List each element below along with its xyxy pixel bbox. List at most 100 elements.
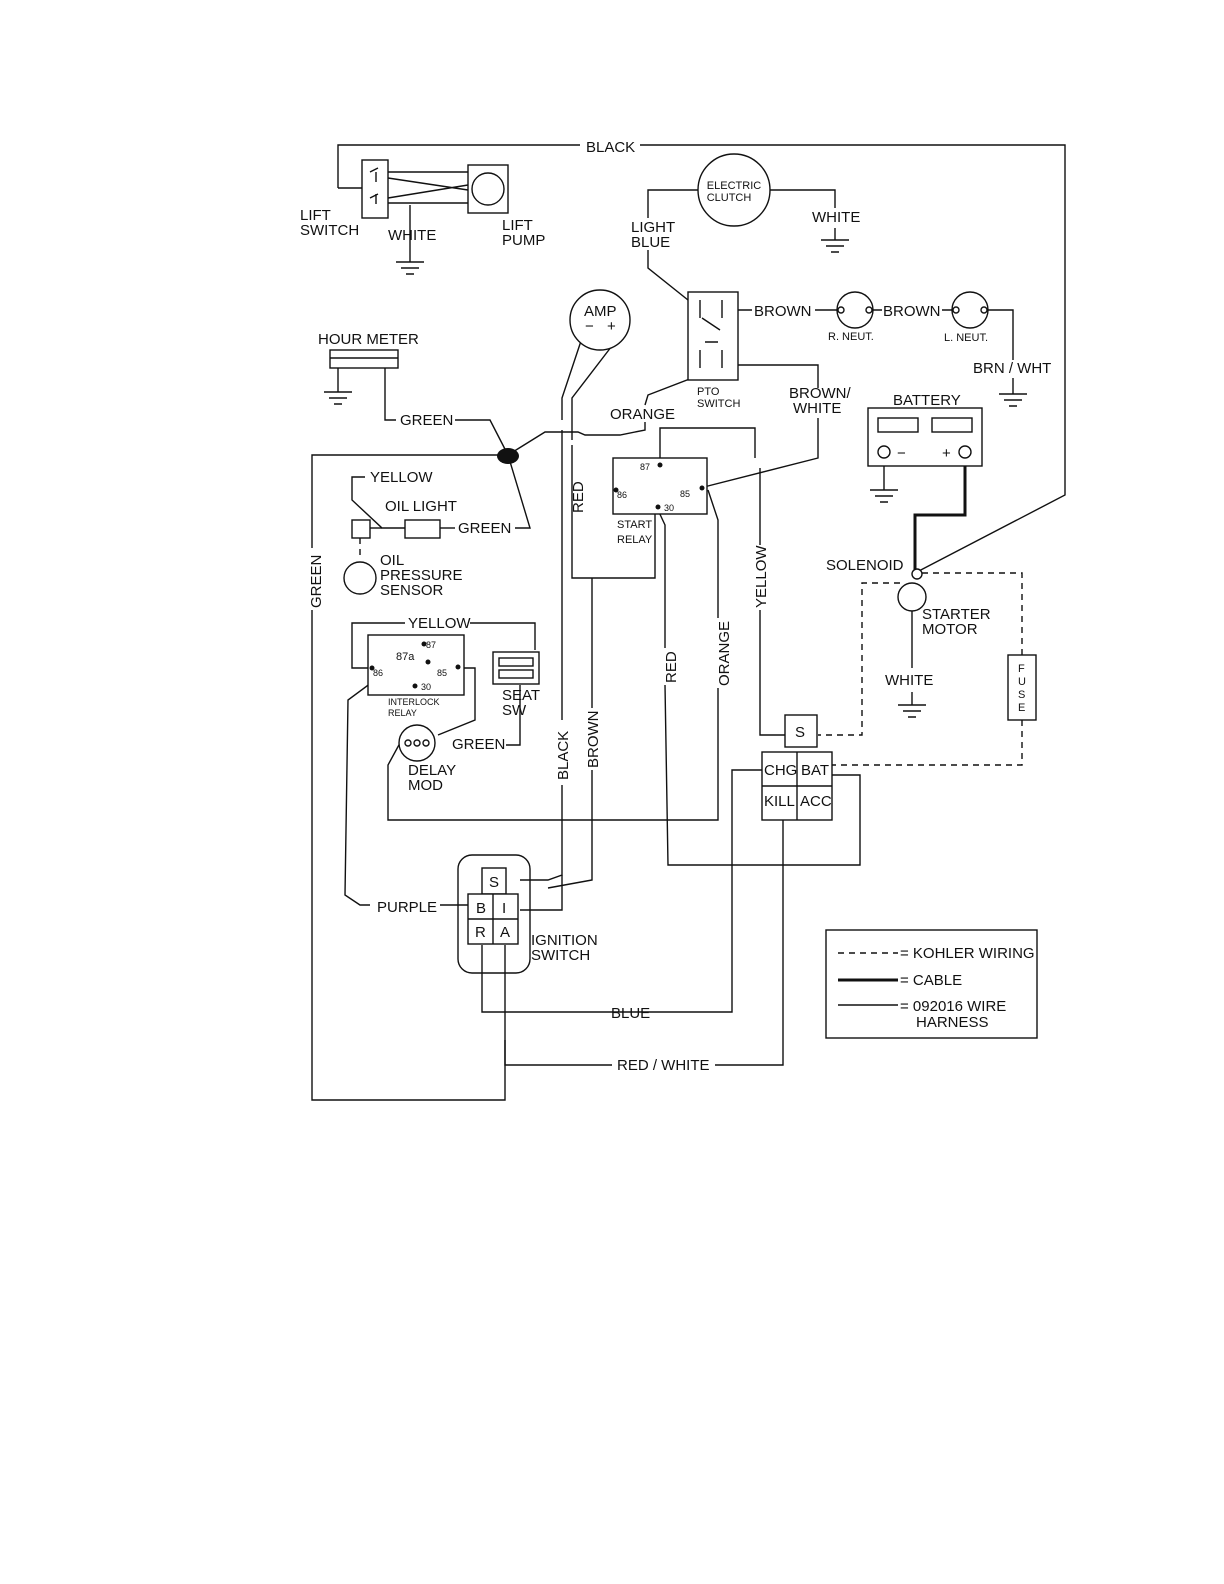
brn-wht-label: BRN / WHT bbox=[973, 360, 1051, 377]
black-top-label: BLACK bbox=[586, 139, 635, 156]
wires bbox=[311, 144, 1066, 1101]
seat-switch bbox=[492, 651, 540, 685]
ignition-i-label: I bbox=[502, 900, 506, 917]
white-clutch-label: WHITE bbox=[812, 209, 860, 226]
legend-harness-label: = 092016 WIRE bbox=[900, 998, 1006, 1015]
terminal-s-label: S bbox=[795, 724, 805, 741]
battery-label: BATTERY bbox=[893, 392, 961, 409]
start-relay bbox=[612, 457, 708, 515]
oil-light-label: OIL LIGHT bbox=[385, 498, 457, 515]
wire-labels: BLACK LIFT SWITCH WHITE LIFT PUMP ELECTR… bbox=[300, 139, 1051, 1074]
amp-plus-label: + bbox=[607, 318, 616, 335]
fuse-label-f: F bbox=[1018, 663, 1025, 675]
ground-icon bbox=[821, 239, 849, 253]
ignition-r-label: R bbox=[475, 924, 486, 941]
ground-icon bbox=[898, 704, 926, 718]
amp-minus-label: − bbox=[585, 318, 594, 335]
ground-symbols bbox=[324, 239, 1027, 718]
purple-label: PURPLE bbox=[377, 899, 437, 916]
ground-icon bbox=[999, 393, 1027, 407]
ignition-switch bbox=[457, 854, 531, 974]
start-relay-pin-87: 87 bbox=[640, 462, 650, 472]
pto-switch-label-2: SWITCH bbox=[697, 398, 740, 410]
starter-motor-label: STARTER bbox=[922, 606, 991, 623]
pto-switch-label: PTO bbox=[697, 386, 720, 398]
start-relay-pin-30: 30 bbox=[664, 503, 674, 513]
oil-light bbox=[404, 519, 441, 539]
ground-icon bbox=[324, 391, 352, 405]
brown-white-label: BROWN/ bbox=[789, 385, 851, 402]
fuse-label-e: E bbox=[1018, 702, 1025, 714]
ignition-switch-label-2: SWITCH bbox=[531, 947, 590, 964]
ignition-switch-label: IGNITION bbox=[531, 932, 598, 949]
red-mid-label: RED bbox=[663, 651, 680, 683]
interlock-pin-87: 87 bbox=[426, 640, 436, 650]
start-relay-label-2: RELAY bbox=[617, 534, 653, 546]
lift-switch-label-2: SWITCH bbox=[300, 222, 359, 239]
lift-switch bbox=[361, 159, 389, 219]
starter-motor bbox=[897, 582, 927, 612]
oil-pressure-sensor bbox=[343, 561, 377, 595]
brown-1-label: BROWN bbox=[754, 303, 812, 320]
electric-clutch bbox=[697, 153, 771, 227]
battery bbox=[867, 407, 983, 467]
brown-2-label: BROWN bbox=[883, 303, 941, 320]
legend-kohler-label: = KOHLER WIRING bbox=[900, 945, 1035, 962]
yellow-vert-label: YELLOW bbox=[753, 545, 770, 608]
legend-harness-label-2: HARNESS bbox=[916, 1014, 989, 1031]
light-blue-label-2: BLUE bbox=[631, 234, 670, 251]
oil-light-connector bbox=[351, 519, 371, 539]
red-white-label: RED / WHITE bbox=[617, 1057, 710, 1074]
interlock-pin-30: 30 bbox=[421, 682, 431, 692]
legend-text: = KOHLER WIRING = CABLE = 092016 WIRE HA… bbox=[900, 945, 1035, 1031]
interlock-pin-86: 86 bbox=[373, 668, 383, 678]
hour-meter-label: HOUR METER bbox=[318, 331, 419, 348]
lift-switch-label: LIFT bbox=[300, 207, 331, 224]
green-oil-label: GREEN bbox=[458, 520, 511, 537]
fuse-label-s: S bbox=[1018, 689, 1025, 701]
electric-clutch-label-2: CLUTCH bbox=[707, 192, 752, 204]
amp-label: AMP bbox=[584, 303, 617, 320]
light-blue-label: LIGHT bbox=[631, 219, 675, 236]
interlock-pin-87a: 87a bbox=[396, 651, 415, 663]
terminal-chg-label: CHG bbox=[764, 762, 797, 779]
orange-vert-label: ORANGE bbox=[716, 621, 733, 686]
pto-switch bbox=[687, 291, 739, 381]
black-vert-label: BLACK bbox=[555, 731, 572, 780]
l-neut-switch bbox=[951, 291, 989, 329]
ignition-s-label: S bbox=[489, 874, 499, 891]
brown-vert-label: BROWN bbox=[585, 711, 602, 769]
oil-sensor-label: OIL bbox=[380, 552, 404, 569]
orange-1-label: ORANGE bbox=[610, 406, 675, 423]
green-vert-label: GREEN bbox=[308, 555, 325, 608]
oil-sensor-label-2: PRESSURE bbox=[380, 567, 463, 584]
red-left-label: RED bbox=[570, 481, 587, 513]
legend-box bbox=[825, 929, 1038, 1039]
amp-meter bbox=[569, 289, 631, 351]
solenoid bbox=[911, 568, 923, 580]
engine-terminal-block bbox=[761, 714, 833, 821]
r-neut-switch bbox=[836, 291, 874, 329]
hour-meter bbox=[329, 349, 399, 369]
white-lift-label: WHITE bbox=[388, 227, 436, 244]
green-junction-dot bbox=[497, 448, 519, 464]
brown-white-label-2: WHITE bbox=[793, 400, 841, 417]
ground-icon bbox=[870, 489, 898, 503]
fuse bbox=[1007, 654, 1037, 721]
blue-label: BLUE bbox=[611, 1005, 650, 1022]
legend-cable-label: = CABLE bbox=[900, 972, 962, 989]
battery-minus-label: − bbox=[897, 445, 906, 462]
interlock-relay bbox=[367, 634, 465, 696]
yellow-interlock-label: YELLOW bbox=[408, 615, 471, 632]
l-neut-label: L. NEUT. bbox=[944, 332, 988, 344]
solenoid-label: SOLENOID bbox=[826, 557, 904, 574]
green-1-label: GREEN bbox=[400, 412, 453, 429]
yellow-oil-label: YELLOW bbox=[370, 469, 433, 486]
r-neut-label: R. NEUT. bbox=[828, 331, 874, 343]
lift-pump-label: LIFT bbox=[502, 217, 533, 234]
fuse-label-u: U bbox=[1018, 676, 1026, 688]
seat-sw-label: SEAT bbox=[502, 687, 540, 704]
delay-module bbox=[398, 724, 436, 762]
ignition-b-label: B bbox=[476, 900, 486, 917]
